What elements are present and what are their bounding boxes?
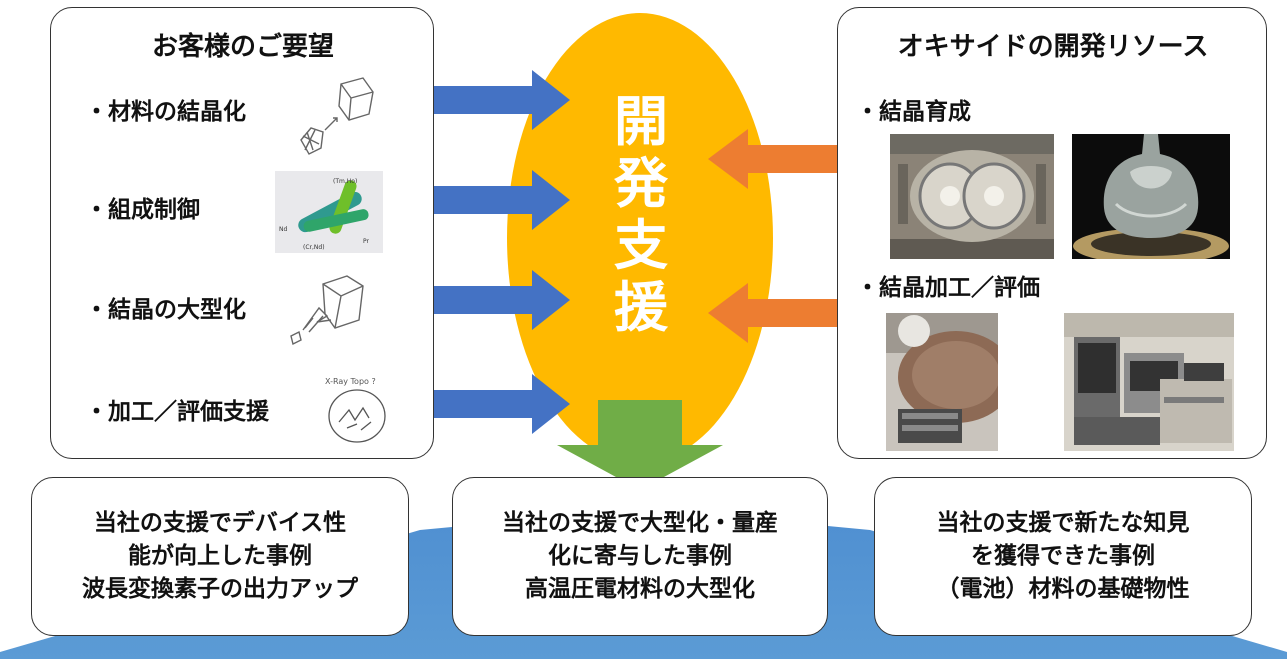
- enlargement-sketch-icon: [290, 275, 364, 346]
- blue-arrow-4: [420, 374, 570, 434]
- result-3-line-1: 当社の支援で新たな知見: [936, 510, 1190, 536]
- composition-label-nd: Nd: [279, 226, 287, 233]
- polishing-machine-photo: [886, 313, 998, 451]
- resource-item-crystal-growth: ・結晶育成: [856, 99, 971, 125]
- customer-needs-title: お客様のご要望: [151, 32, 334, 62]
- orange-arrow-1: [708, 129, 862, 189]
- composition-rods-image: (Tm,Ho) Nd (Cr,Nd) Pr: [275, 171, 383, 253]
- crystallization-sketch-icon: [300, 77, 374, 155]
- result-new-knowledge: 当社の支援で新たな知見 を獲得できた事例 （電池）材料の基礎物性: [874, 477, 1252, 636]
- result-2-line-2: 化に寄与した事例: [548, 543, 732, 569]
- need-item-processing-evaluation: ・加工／評価支援: [85, 399, 269, 425]
- result-1-line-3: 波長変換素子の出力アップ: [82, 576, 358, 602]
- result-2-line-1: 当社の支援で大型化・量産: [502, 510, 778, 536]
- result-device-performance: 当社の支援でデバイス性 能が向上した事例 波長変換素子の出力アップ: [31, 477, 409, 636]
- result-3-line-3: （電池）材料の基礎物性: [936, 576, 1190, 602]
- development-resources-panel: オキサイドの開発リソース ・結晶育成 ・結晶加工／評価: [837, 7, 1267, 459]
- xray-topo-label: X-Ray Topo ?: [325, 377, 376, 386]
- composition-label-tmho: (Tm,Ho): [333, 178, 357, 185]
- blue-arrow-3: [420, 270, 570, 330]
- center-ellipse: [507, 13, 773, 463]
- green-down-arrow: [557, 400, 723, 490]
- composition-label-crnd: (Cr,Nd): [303, 244, 325, 251]
- need-item-crystallization: ・材料の結晶化: [85, 99, 246, 125]
- result-3-line-2: を獲得できた事例: [971, 543, 1155, 569]
- result-1-line-2: 能が向上した事例: [128, 543, 312, 569]
- result-2-line-3: 高温圧電材料の大型化: [525, 576, 755, 602]
- center-char-4: 援: [614, 276, 668, 339]
- composition-label-pr: Pr: [363, 238, 370, 245]
- customer-needs-panel: お客様のご要望 ・材料の結晶化 ・組成制御 ・結晶の大型化 ・加工／評価支援 (…: [50, 7, 434, 459]
- center-char-2: 発: [614, 152, 668, 215]
- need-item-composition-control: ・組成制御: [85, 197, 200, 223]
- result-mass-production: 当社の支援で大型化・量産 化に寄与した事例 高温圧電材料の大型化: [452, 477, 828, 636]
- evaluation-equipment-photo: [1064, 313, 1234, 451]
- xray-topo-sketch-icon: X-Ray Topo ?: [325, 377, 386, 443]
- blue-arrow-2: [420, 170, 570, 230]
- orange-arrow-2: [708, 283, 862, 343]
- development-resources-title: オキサイドの開発リソース: [897, 32, 1209, 62]
- result-1-line-1: 当社の支援でデバイス性: [93, 510, 347, 536]
- grown-crystal-photo: [1072, 134, 1230, 259]
- need-item-crystal-enlargement: ・結晶の大型化: [85, 297, 246, 323]
- blue-arrow-1: [420, 70, 570, 130]
- center-char-1: 開: [614, 90, 668, 153]
- resource-item-processing-evaluation: ・結晶加工／評価: [856, 275, 1040, 301]
- furnace-photo: [890, 134, 1054, 259]
- center-char-3: 支: [614, 214, 668, 277]
